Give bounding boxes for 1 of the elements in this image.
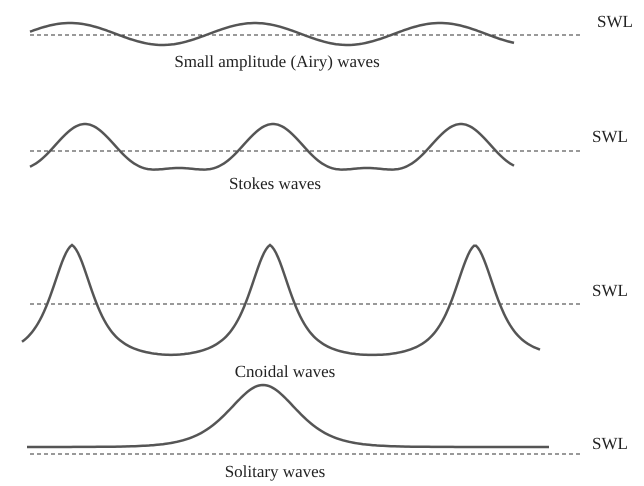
wave-type-caption: Solitary waves (222, 462, 328, 482)
